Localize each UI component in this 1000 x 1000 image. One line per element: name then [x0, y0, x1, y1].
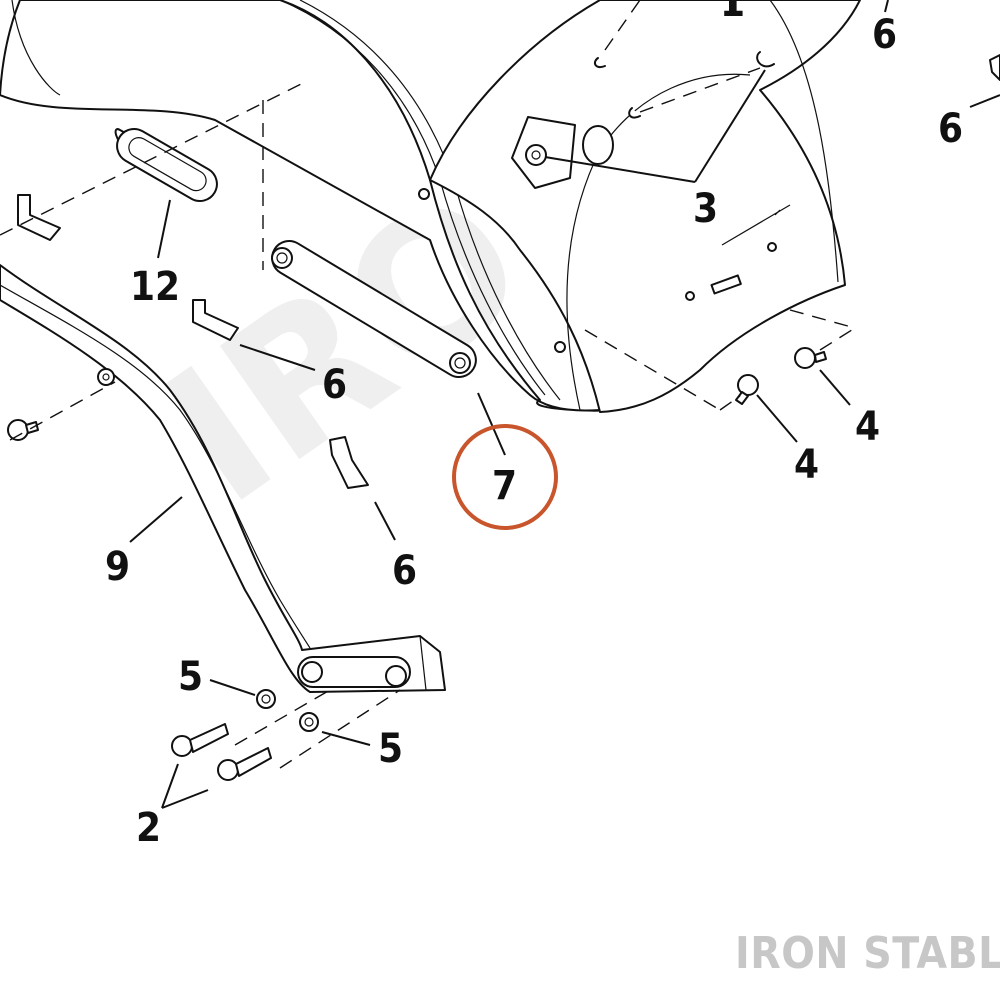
callout-6-top: 6 — [872, 12, 897, 58]
fender-panel-left-icon — [0, 0, 602, 412]
callout-6-middle: 6 — [322, 362, 347, 408]
alignment-lines — [0, 0, 856, 769]
leader-lines — [129, 0, 1000, 809]
callout-12: 12 — [130, 264, 180, 310]
callout-6-lower: 6 — [392, 548, 417, 594]
callout-5-left: 5 — [178, 654, 203, 700]
clip-icon — [17, 54, 1000, 489]
screw-icon — [7, 347, 827, 441]
callout-6-right: 6 — [938, 106, 963, 152]
highlight-circle — [452, 424, 558, 530]
callout-9: 9 — [105, 544, 130, 590]
spacer-bar-icon — [271, 240, 477, 378]
retaining-clip-icon — [593, 51, 775, 119]
brand-logo-text: IRON STABLE — [735, 928, 1000, 979]
long-screw-icon — [171, 723, 272, 781]
fender-panel-right-icon — [429, 0, 861, 413]
callout-1: 1 — [720, 0, 745, 26]
support-rail-icon — [0, 264, 446, 693]
washer-icon — [256, 689, 319, 732]
callout-2: 2 — [136, 805, 161, 851]
callout-5-right: 5 — [378, 726, 403, 772]
callout-7: 7 — [492, 463, 517, 509]
callout-3: 3 — [693, 186, 718, 232]
callout-4-right: 4 — [855, 404, 880, 450]
callout-4-left: 4 — [794, 442, 819, 488]
bracket-plate-icon — [114, 128, 218, 202]
